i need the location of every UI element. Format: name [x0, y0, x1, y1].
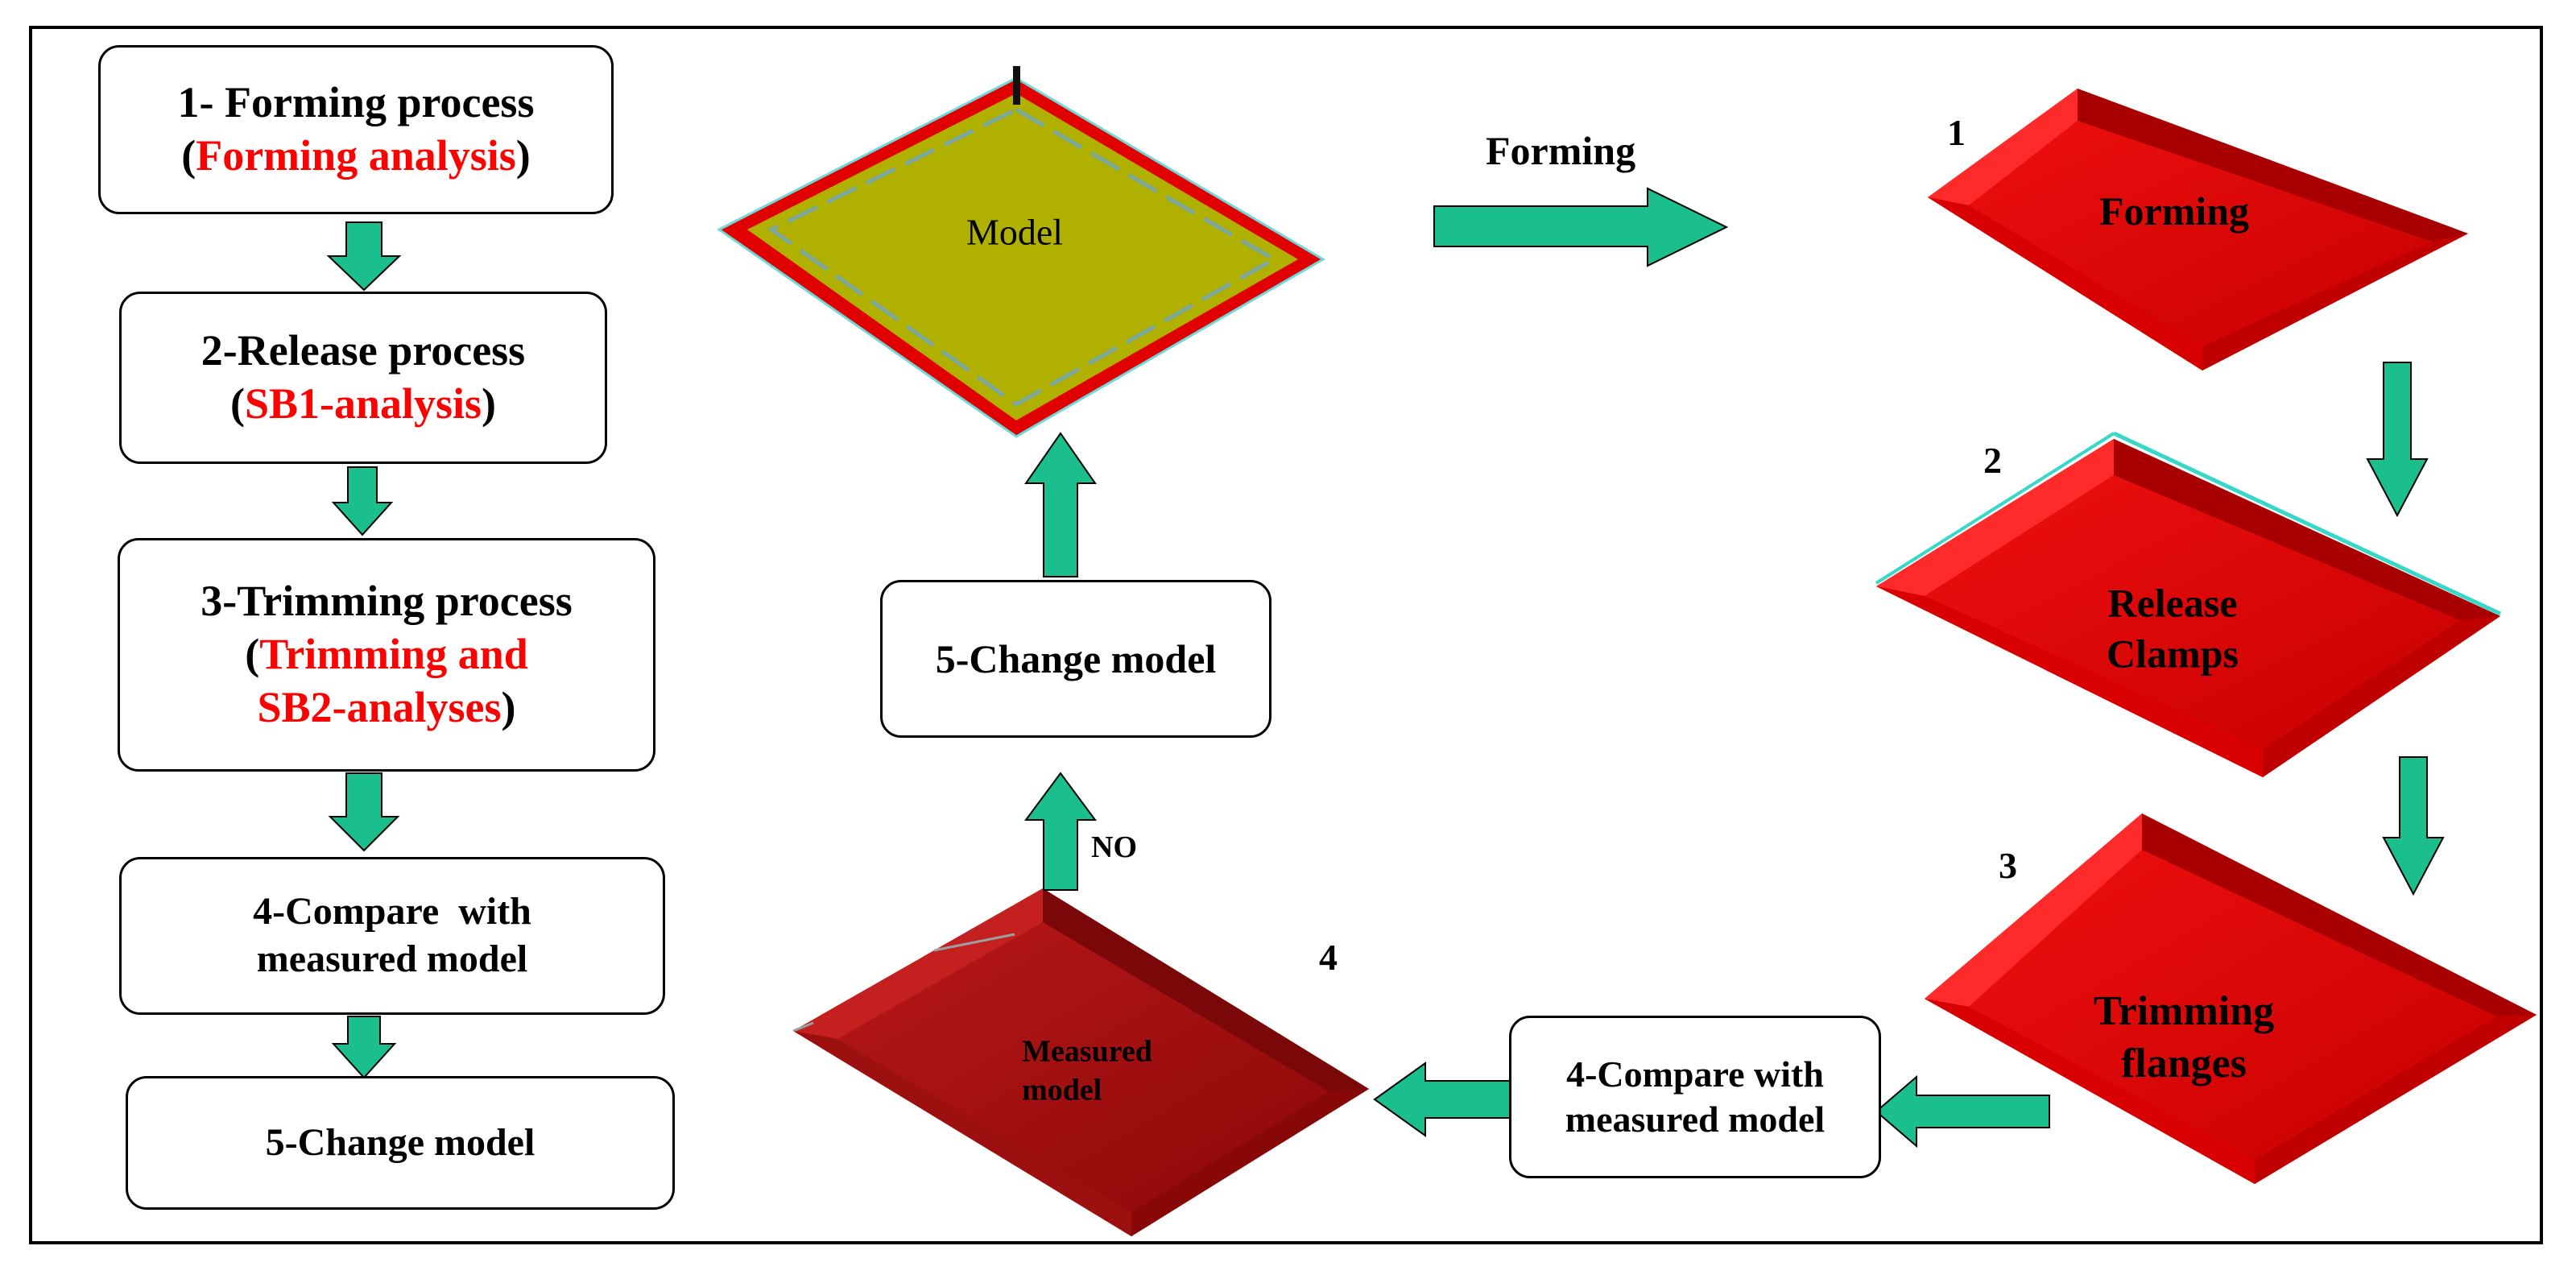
- stage-2-number: 2: [1983, 440, 2002, 481]
- stage-3-label: Trimming flanges: [2094, 985, 2274, 1090]
- step-3-title: 3-Trimming process: [201, 577, 573, 626]
- compare-box: 4-Compare with measured model: [1509, 1016, 1881, 1178]
- stage-arrow-2-to-3: [2382, 756, 2445, 896]
- outer-frame: [29, 26, 2543, 1244]
- stage-arrow-compare-to-measured: [1373, 1062, 1511, 1137]
- change-to-model-arrow: [1024, 432, 1097, 577]
- flow-arrow-1-to-2: [326, 221, 402, 292]
- forming-arrow: [1433, 187, 1729, 267]
- step-1-analysis: Forming analysis: [196, 131, 516, 180]
- flow-arrow-4-to-5: [331, 1016, 397, 1079]
- stage-1-label: Forming: [2098, 188, 2250, 234]
- stage-1-number: 1: [1947, 112, 1966, 153]
- step-2-box: 2-Release process (SB1-analysis): [119, 292, 607, 464]
- change-model-label: 5-Change model: [935, 635, 1217, 681]
- step-5-title: 5-Change model: [265, 1120, 535, 1164]
- stage-arrow-3-to-compare: [1875, 1074, 2050, 1149]
- measured-part-4: [792, 888, 1369, 1236]
- compare-line-1: 4-Compare with: [1566, 1053, 1824, 1095]
- formed-part-3: [1925, 813, 2537, 1184]
- stage-2-label: Release Clamps: [2107, 578, 2239, 679]
- change-model-box: 5-Change model: [880, 580, 1271, 738]
- stage-2-label-2: Clamps: [2107, 631, 2239, 676]
- step-3-analysis-2: SB2-analyses: [257, 682, 502, 731]
- model-label: Model: [965, 211, 1064, 253]
- flow-arrow-2-to-3: [331, 466, 394, 536]
- flow-arrow-3-to-4: [328, 772, 400, 852]
- step-2-title: 2-Release process: [201, 326, 526, 375]
- step-4-line-2: measured model: [256, 938, 528, 980]
- step-2-analysis: SB1-analysis: [244, 379, 482, 428]
- step-1-close: ): [515, 131, 531, 180]
- step-2-close: ): [482, 379, 497, 428]
- stage-4-label-1: Measured: [1022, 1034, 1152, 1069]
- no-label: NO: [1091, 830, 1137, 864]
- step-5-box: 5-Change model: [126, 1076, 675, 1210]
- step-3-analysis-1: Trimming and: [259, 630, 528, 679]
- stage-3-label-2: flanges: [2120, 1041, 2247, 1087]
- model-plate: [717, 66, 1325, 438]
- formed-part-2: [1875, 431, 2502, 777]
- stage-4-label-2: model: [1022, 1073, 1102, 1107]
- stage-4-label: Measured model: [1022, 1033, 1152, 1110]
- stage-2-label-1: Release: [2107, 580, 2238, 626]
- no-arrow-up: [1024, 772, 1097, 891]
- stage-arrow-1-to-2: [2366, 362, 2429, 518]
- step-2-open: (: [229, 379, 245, 428]
- step-3-box: 3-Trimming process (Trimming and SB2-ana…: [118, 538, 655, 772]
- forming-arrow-label: Forming: [1486, 128, 1636, 173]
- step-1-open: (: [181, 131, 196, 180]
- step-4-box: 4-Compare with measured model: [119, 857, 665, 1015]
- compare-line-2: measured model: [1565, 1099, 1826, 1140]
- formed-part-1: [1928, 89, 2468, 370]
- step-1-title: 1- Forming process: [177, 78, 535, 127]
- step-3-close: ): [501, 682, 516, 731]
- stage-4-number: 4: [1319, 937, 1338, 978]
- stage-3-number: 3: [1999, 845, 2017, 886]
- step-4-line-1: 4-Compare with: [253, 890, 531, 933]
- stage-3-label-1: Trimming: [2093, 988, 2275, 1034]
- step-1-box: 1- Forming process (Forming analysis): [98, 45, 614, 214]
- step-3-open: (: [245, 630, 260, 679]
